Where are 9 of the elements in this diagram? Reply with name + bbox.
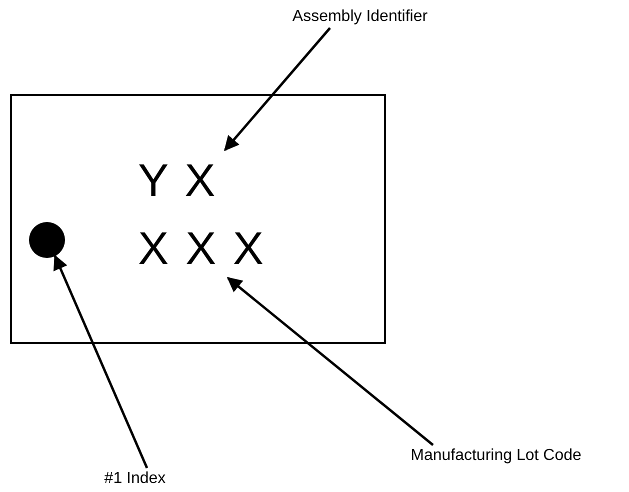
leader-line	[54, 254, 148, 468]
marking-text: Y X	[138, 150, 238, 210]
callout-label: #1 Index	[90, 468, 180, 490]
leader-line	[224, 27, 331, 152]
callout-label: Assembly Identifier	[285, 6, 435, 28]
callout-label: Manufacturing Lot Code	[365, 445, 627, 467]
marking-text: X X X	[138, 218, 308, 278]
package-outline	[10, 94, 386, 344]
leader-line	[226, 277, 434, 446]
